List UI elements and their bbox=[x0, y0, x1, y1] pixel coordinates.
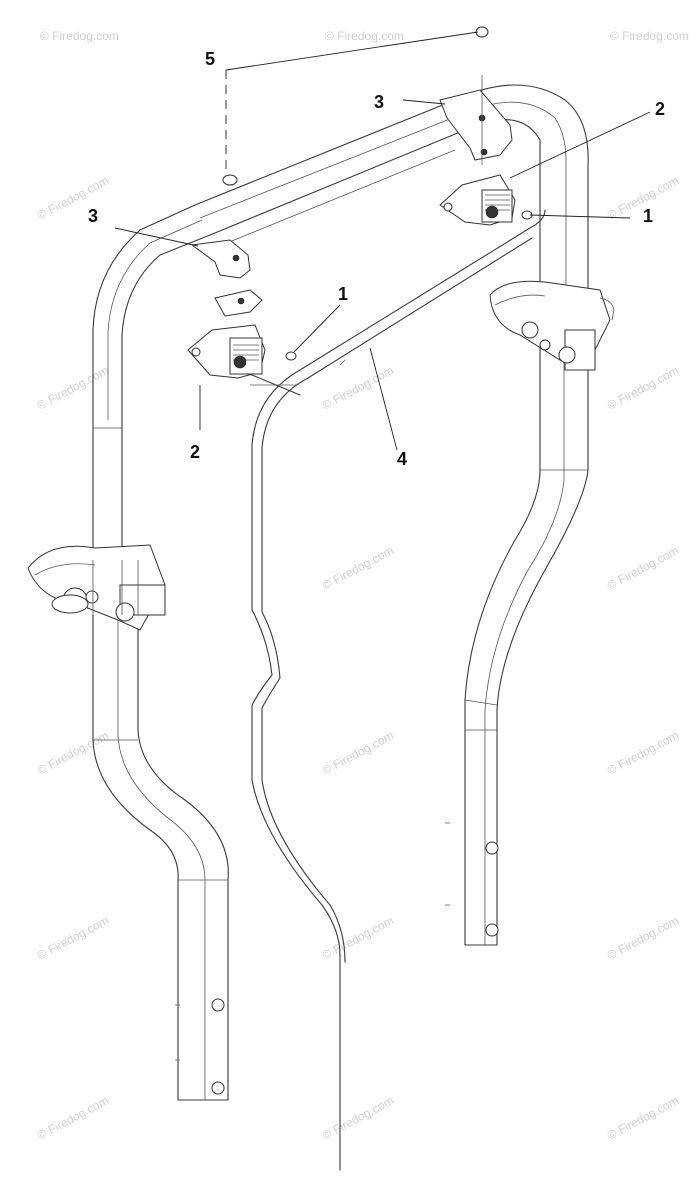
watermark: © Firedog.com bbox=[605, 728, 681, 777]
watermark: © Firedog.com bbox=[320, 363, 396, 412]
leader-lines bbox=[114, 31, 651, 451]
right-hinge-assembly bbox=[489, 280, 615, 371]
latch-bracket-right bbox=[439, 174, 516, 226]
callout-3-left: 3 bbox=[88, 206, 98, 226]
top-plate-left bbox=[190, 239, 263, 317]
watermark: © Firedog.com bbox=[35, 1093, 111, 1142]
watermark: © Firedog.com bbox=[605, 913, 681, 962]
watermark: © Firedog.com bbox=[40, 29, 119, 43]
left-hinge-assembly bbox=[27, 544, 166, 631]
watermark: © Firedog.com bbox=[320, 543, 396, 592]
callout-5: 5 bbox=[205, 49, 215, 69]
watermark: © Firedog.com bbox=[605, 1093, 681, 1142]
watermark: © Firedog.com bbox=[35, 913, 111, 962]
callout-3-top: 3 bbox=[374, 92, 384, 112]
callouts: 5 3 2 3 1 1 2 4 bbox=[88, 49, 665, 469]
latch-bracket-left bbox=[187, 324, 266, 379]
watermark: © Firedog.com bbox=[605, 543, 681, 592]
watermark: © Firedog.com bbox=[325, 29, 404, 43]
watermark: © Firedog.com bbox=[610, 29, 689, 43]
watermark: © Firedog.com bbox=[320, 1093, 396, 1142]
callout-2-left: 2 bbox=[190, 442, 200, 462]
watermark: © Firedog.com bbox=[35, 173, 111, 222]
callout-4: 4 bbox=[397, 449, 407, 469]
watermark: © Firedog.com bbox=[35, 363, 111, 412]
callout-1-center: 1 bbox=[338, 284, 348, 304]
rops-frame bbox=[92, 84, 589, 1101]
watermark: © Firedog.com bbox=[605, 363, 681, 412]
callout-1-right: 1 bbox=[643, 206, 653, 226]
callout-2-top: 2 bbox=[655, 99, 665, 119]
top-plate-right bbox=[439, 75, 513, 165]
watermark: © Firedog.com bbox=[320, 728, 396, 777]
